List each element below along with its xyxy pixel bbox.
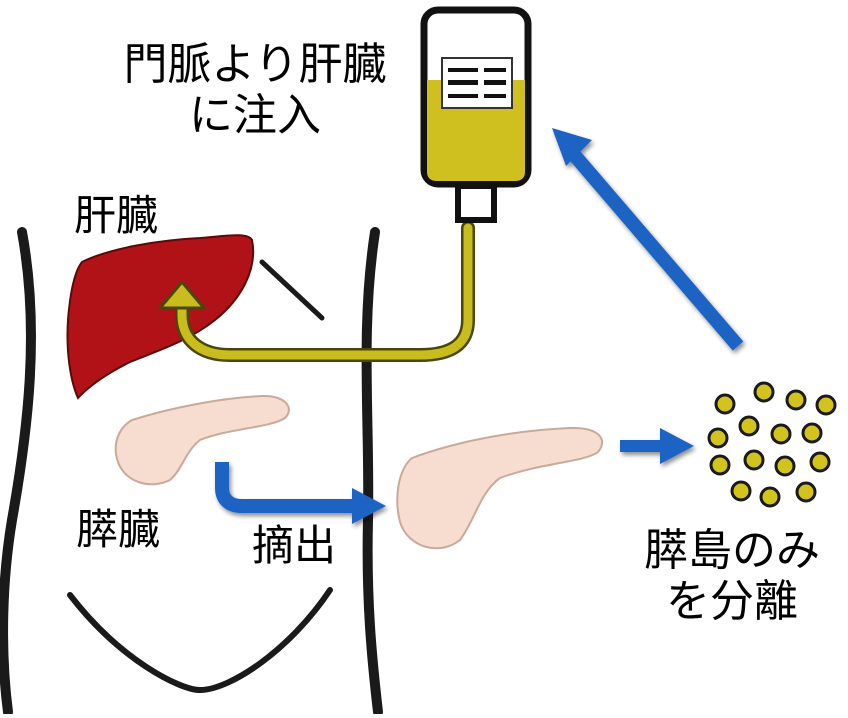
pancreas-organ — [116, 396, 289, 484]
injection-label-line2: に注入 — [96, 91, 414, 142]
isolation-label: 膵島のみ を分離 — [626, 526, 838, 627]
extraction-label: 摘出 — [252, 522, 336, 570]
injection-label-line1: 門脈より肝臓 — [96, 40, 414, 91]
islet-cells-icon — [709, 383, 835, 506]
islets-to-bag-arrow — [552, 128, 738, 346]
liver-organ — [67, 235, 253, 398]
iv-bag-icon — [424, 10, 528, 220]
pancreas-label: 膵臓 — [76, 506, 160, 554]
isolation-label-line2: を分離 — [626, 577, 838, 628]
extracted-pancreas — [397, 428, 602, 548]
isolation-label-line1: 膵島のみ — [626, 526, 838, 577]
to-islets-arrow — [620, 428, 694, 464]
injection-label: 門脈より肝臓 に注入 — [96, 40, 414, 141]
extraction-arrow — [222, 462, 386, 524]
liver-label: 肝臓 — [74, 192, 158, 240]
